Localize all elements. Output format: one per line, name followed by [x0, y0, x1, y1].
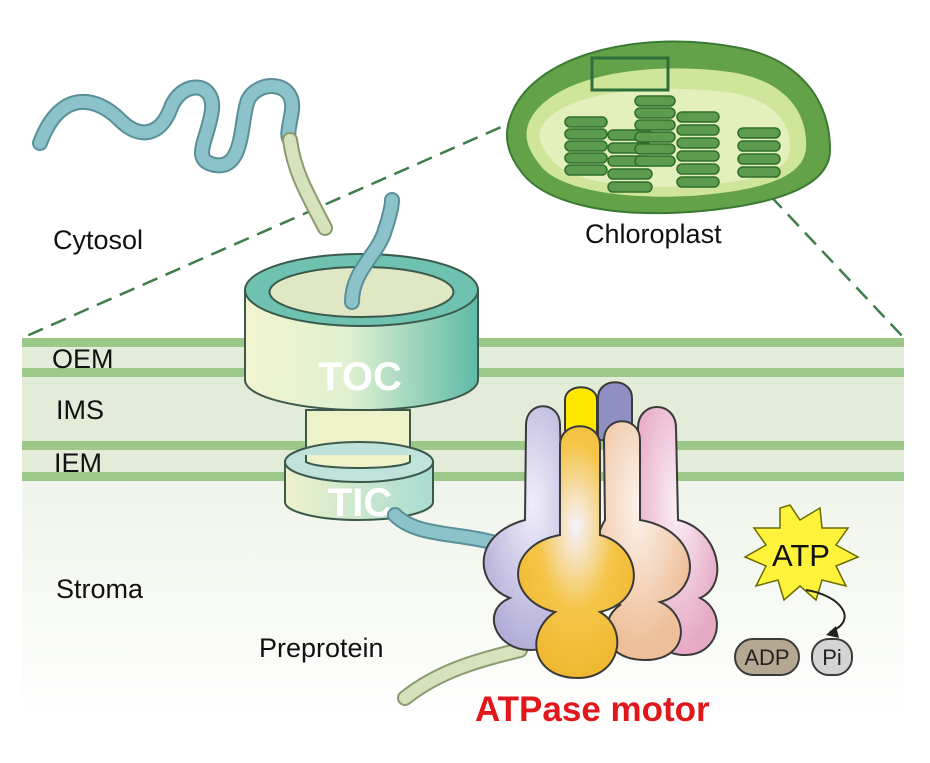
zoom-box: [590, 56, 670, 92]
tic-label: TIC: [328, 481, 392, 525]
stroma-label: Stroma: [56, 574, 144, 604]
atp-burst: ATP: [743, 504, 860, 638]
hydrolysis-arrow: [805, 589, 846, 633]
tic-complex: TIC: [284, 441, 434, 525]
adp-label: ADP: [744, 645, 789, 670]
ims-label: IMS: [56, 395, 104, 425]
chloroplast-illustration: [506, 40, 832, 215]
inner-envelope-membrane: [22, 441, 904, 450]
atp-label: ATP: [772, 538, 830, 573]
oem-label: OEM: [52, 344, 114, 374]
toc-label: TOC: [318, 355, 402, 399]
preprotein-label: Preprotein: [259, 633, 384, 663]
iem-label: IEM: [54, 448, 102, 478]
adp-badge: ADP: [734, 638, 800, 676]
cytosolic-preprotein: [32, 78, 333, 236]
grana-stacks: [564, 95, 781, 193]
pi-badge: Pi: [811, 638, 853, 676]
atpase-motor-label: ATPase motor: [475, 690, 710, 729]
chloroplast-label: Chloroplast: [585, 219, 722, 249]
pi-label: Pi: [822, 645, 842, 670]
toc-complex: TOC: [244, 253, 479, 411]
subunit-yellow: [517, 425, 635, 680]
cytosol-label: Cytosol: [53, 225, 143, 255]
atpase-motor: [482, 381, 719, 680]
